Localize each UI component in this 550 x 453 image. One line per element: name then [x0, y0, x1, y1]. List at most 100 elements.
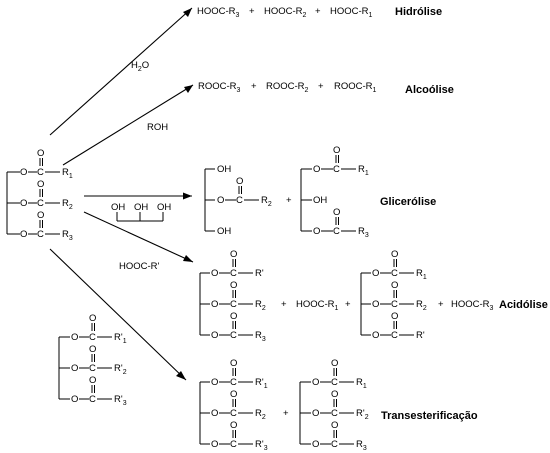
carbonyl-carbon: C	[89, 394, 96, 405]
products-acidolise: O O O C C C O O O R' R2 R3 + HOOC-R1	[199, 249, 548, 343]
plus-sign: +	[286, 195, 292, 206]
plus-sign: +	[318, 81, 324, 92]
hydroxyl: OH	[313, 195, 327, 206]
arrowhead	[183, 255, 193, 262]
product-acid-r2: HOOC-R2	[264, 6, 307, 19]
ester-oxygen: O	[312, 439, 319, 450]
carbonyl-carbon: C	[230, 408, 237, 419]
acyl-group-r3-prime: R'3	[255, 439, 268, 452]
hydroxyl: OH	[157, 202, 171, 213]
ester-oxygen: O	[312, 377, 319, 388]
ester-oxygen: O	[71, 394, 78, 405]
reaction-title-acidolise: Acidólise	[499, 299, 548, 311]
ester-oxygen: O	[312, 408, 319, 419]
arrowhead	[184, 85, 193, 93]
reagent-glycerol: OH OH OH	[111, 202, 171, 222]
plus-sign: +	[251, 81, 257, 92]
acyl-group-r2: R2	[261, 195, 272, 208]
arrow-acidolise	[83, 211, 194, 263]
carbonyl-carbon: C	[230, 330, 237, 341]
carbonyl-oxygen: O	[89, 313, 96, 324]
plus-sign: +	[315, 6, 321, 17]
carbonyl-oxygen: O	[230, 249, 237, 260]
triglyceride-product-d: O O O C C C O O O R1 R'2 R3	[299, 358, 369, 452]
plus-sign: +	[281, 299, 287, 310]
arrowhead	[183, 8, 192, 17]
ester-oxygen: O	[71, 332, 78, 343]
ester-oxygen: O	[211, 268, 218, 279]
reagent-water: H2O	[131, 60, 149, 73]
acyl-group-r2: R2	[416, 299, 427, 312]
carbonyl-oxygen: O	[333, 207, 340, 218]
products-glicerolise: OH O C O R2 OH + O C O R1	[204, 145, 436, 239]
carbonyl-oxygen: O	[230, 358, 237, 369]
ester-oxygen: O	[372, 330, 379, 341]
monoglyceride: OH O C O R2 OH	[204, 164, 272, 237]
ester-oxygen: O	[211, 299, 218, 310]
ester-oxygen: O	[372, 299, 379, 310]
acyl-group-r2: R2	[255, 408, 266, 421]
plus-sign: +	[283, 408, 289, 419]
ester-oxygen: O	[20, 167, 27, 178]
acyl-group-r3: R3	[358, 226, 369, 239]
carbonyl-oxygen: O	[391, 280, 398, 291]
ester-oxygen: O	[313, 164, 320, 175]
acyl-group-r-prime: R'	[255, 268, 264, 279]
acyl-group-r1: R1	[358, 164, 369, 177]
ester-oxygen: O	[372, 268, 379, 279]
product-ester-r2: ROOC-R2	[266, 81, 309, 94]
acyl-group-r2-prime: R'2	[114, 363, 127, 376]
carbonyl-carbon: C	[89, 332, 96, 343]
plus-sign: +	[345, 299, 351, 310]
ester-oxygen: O	[211, 408, 218, 419]
reagent-acid: HOOC-R'	[119, 261, 160, 272]
ester-oxygen: O	[211, 330, 218, 341]
reactant-triglyceride: O O O C C C O O O R1 R2 R3	[6, 148, 73, 242]
acyl-group-r2-prime: R'2	[356, 408, 369, 421]
carbonyl-carbon: C	[391, 299, 398, 310]
carbonyl-oxygen: O	[230, 280, 237, 291]
arrow-transesterificacao	[49, 248, 187, 381]
reaction-arrows	[49, 7, 194, 381]
acyl-group-r2: R2	[255, 299, 266, 312]
acyl-group-r1-prime: R'1	[114, 332, 127, 345]
carbonyl-carbon: C	[230, 439, 237, 450]
product-acid-r1: HOOC-R1	[330, 6, 373, 19]
products-transesterificacao: O O O C C C O O O R'1 R2 R'3 +	[199, 358, 478, 452]
carbonyl-oxygen: O	[37, 148, 44, 159]
plus-sign: +	[249, 6, 255, 17]
carbonyl-carbon: C	[230, 268, 237, 279]
plus-sign: +	[438, 299, 444, 310]
carbonyl-oxygen: O	[37, 210, 44, 221]
triglyceride-product-b: O O O C C C O O O R1 R2 R'	[360, 249, 427, 341]
carbonyl-carbon: C	[333, 164, 340, 175]
carbonyl-oxygen: O	[236, 176, 243, 187]
reaction-title-hidrolise: Hidrólise	[395, 6, 442, 18]
carbonyl-carbon: C	[331, 439, 338, 450]
products-hidrolise: HOOC-R3 + HOOC-R2 + HOOC-R1 Hidrólise	[197, 6, 442, 19]
carbonyl-carbon: C	[37, 167, 44, 178]
product-acid-r3: HOOC-R3	[451, 299, 494, 312]
carbonyl-carbon: C	[230, 299, 237, 310]
carbonyl-oxygen: O	[391, 249, 398, 260]
product-acid-r1: HOOC-R1	[296, 299, 339, 312]
arrow-alcoolise	[62, 84, 194, 166]
carbonyl-oxygen: O	[333, 145, 340, 156]
carbonyl-oxygen: O	[331, 420, 338, 431]
carbonyl-oxygen: O	[89, 375, 96, 386]
arrow-hidrolise	[49, 7, 193, 136]
acyl-group-r3: R3	[255, 330, 266, 343]
reaction-title-alcoolise: Alcoólise	[405, 84, 454, 96]
product-ester-r1: ROOC-R1	[334, 81, 377, 94]
reagent-labels: H2O ROH HOOC-R'	[119, 60, 168, 272]
carbonyl-carbon: C	[331, 377, 338, 388]
carbonyl-carbon: C	[236, 195, 243, 206]
triglyceride-product-a: O O O C C C O O O R' R2 R3	[199, 249, 266, 343]
carbonyl-oxygen: O	[37, 179, 44, 190]
reaction-title-transesterificacao: Transesterificação	[381, 410, 478, 422]
carbonyl-oxygen: O	[230, 389, 237, 400]
products-alcoolise: ROOC-R3 + ROOC-R2 + ROOC-R1 Alcoólise	[198, 81, 454, 96]
ester-oxygen: O	[217, 195, 224, 206]
acyl-group-r1: R1	[416, 268, 427, 281]
